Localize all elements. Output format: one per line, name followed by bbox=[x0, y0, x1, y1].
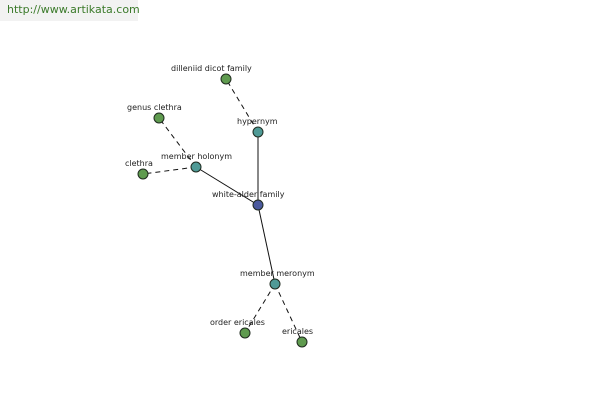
node-genus-clethra[interactable]: genus clethra bbox=[127, 103, 182, 124]
node-dot-dilleniid-dicot-family[interactable] bbox=[220, 73, 232, 85]
node-label-ericales[interactable]: ericales bbox=[282, 327, 313, 336]
node-dot-white-alder-family[interactable] bbox=[252, 199, 264, 211]
node-dot-hypernym[interactable] bbox=[252, 126, 264, 138]
site-url-link[interactable]: http://www.artikata.com bbox=[0, 0, 140, 21]
node-label-white-alder-family[interactable]: white-alder family bbox=[212, 190, 285, 199]
node-ericales[interactable]: ericales bbox=[282, 327, 313, 348]
edge-white-alder-family-to-member-meronym bbox=[257, 204, 276, 285]
node-dot-order-ericales[interactable] bbox=[239, 327, 251, 339]
node-hypernym[interactable]: hypernym bbox=[237, 117, 278, 138]
edge-white-alder-family-to-member-holonym bbox=[195, 166, 259, 206]
node-member-holonym[interactable]: member holonym bbox=[161, 152, 232, 173]
node-label-hypernym[interactable]: hypernym bbox=[237, 117, 278, 126]
node-label-order-ericales[interactable]: order ericales bbox=[210, 318, 265, 327]
node-dot-ericales[interactable] bbox=[296, 336, 308, 348]
node-order-ericales[interactable]: order ericales bbox=[210, 318, 265, 339]
node-dot-genus-clethra[interactable] bbox=[153, 112, 165, 124]
node-member-meronym[interactable]: member meronym bbox=[240, 269, 315, 290]
edge-member-meronym-to-order-ericales bbox=[244, 283, 276, 334]
node-dot-member-holonym[interactable] bbox=[190, 161, 202, 173]
node-white-alder-family[interactable]: white-alder family bbox=[212, 190, 285, 211]
node-dilleniid-dicot-family[interactable]: dilleniid dicot family bbox=[171, 64, 252, 85]
node-label-clethra[interactable]: clethra bbox=[125, 159, 153, 168]
edge-member-holonym-to-clethra bbox=[142, 166, 197, 175]
edge-member-meronym-to-ericales bbox=[274, 283, 303, 343]
node-label-dilleniid-dicot-family[interactable]: dilleniid dicot family bbox=[171, 64, 252, 73]
node-clethra[interactable]: clethra bbox=[125, 159, 153, 180]
edge-member-holonym-to-genus-clethra bbox=[158, 117, 197, 168]
edge-hypernym-to-dilleniid-dicot-family bbox=[225, 78, 259, 133]
node-dot-clethra[interactable] bbox=[137, 168, 149, 180]
node-dot-member-meronym[interactable] bbox=[269, 278, 281, 290]
node-label-member-holonym[interactable]: member holonym bbox=[161, 152, 232, 161]
nodes-layer: white-alder family hypernym member holonym… bbox=[125, 64, 315, 348]
edges-layer bbox=[142, 78, 303, 343]
node-label-genus-clethra[interactable]: genus clethra bbox=[127, 103, 182, 112]
node-label-member-meronym[interactable]: member meronym bbox=[240, 269, 315, 278]
